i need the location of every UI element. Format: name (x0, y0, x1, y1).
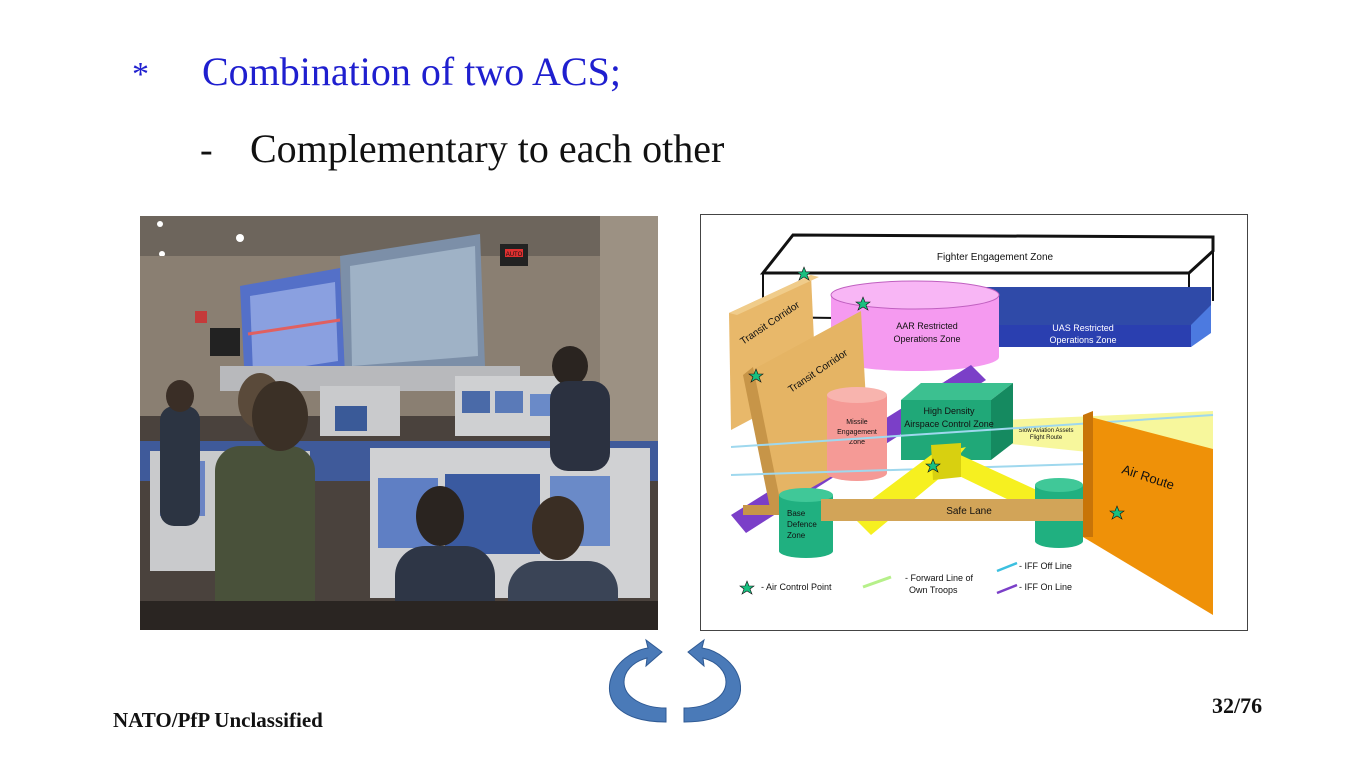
auto-sign-text: AUTO (506, 252, 523, 258)
legend-iff-off-line (996, 561, 1018, 573)
missile-label-2: Engagement (837, 429, 877, 436)
airspace-diagram: Fighter Engagement Zone UAS Restricted O… (700, 214, 1248, 631)
control-room-illustration: AUTO (140, 216, 658, 630)
aar-label-2: Operations Zone (893, 334, 960, 344)
base-defence-label-3: Zone (787, 531, 806, 540)
classification-label: NATO/PfP Unclassified (113, 708, 323, 732)
bullet-star: * (132, 56, 149, 93)
uas-zone-label-2: Operations Zone (1049, 335, 1116, 345)
sub-bullet-row: - Complementary to each other (200, 125, 724, 172)
sub-bullet-text: Complementary to each other (250, 126, 725, 171)
missile-label-1: Missile (846, 419, 867, 426)
air-control-point-3 (748, 368, 764, 383)
slow-route-label-1: Slow Aviation Assets (1019, 428, 1074, 434)
legend-acp-label: - Air Control Point (761, 582, 832, 592)
base-defence-label-1: Base (787, 509, 806, 518)
air-route (1083, 415, 1213, 615)
air-control-point-2 (855, 296, 871, 311)
uas-zone-label-1: UAS Restricted (1052, 323, 1114, 333)
slow-route-label-2: Flight Route (1030, 435, 1063, 441)
aar-label-1: AAR Restricted (896, 321, 958, 331)
legend-iff-off-label: - IFF Off Line (1019, 561, 1072, 571)
high-density-zone (901, 400, 991, 460)
airspace-diagram-svg: Fighter Engagement Zone UAS Restricted O… (729, 233, 1215, 615)
auto-sign (505, 249, 523, 257)
legend-iff-on-line (996, 583, 1018, 595)
control-room-photo: AUTO (140, 216, 658, 630)
slide-heading: Combination of two ACS; (202, 49, 621, 94)
safe-lane-label: Safe Lane (946, 506, 992, 517)
legend-acp-icon (739, 580, 755, 595)
fighter-zone-label: Fighter Engagement Zone (937, 252, 1054, 263)
high-density-label-2: Airspace Control Zone (904, 419, 994, 429)
exchange-arrows (604, 628, 746, 733)
base-defence-label-2: Defence (787, 520, 817, 529)
bullet-row: * Combination of two ACS; (132, 48, 621, 95)
legend-flot-label-2: Own Troops (909, 585, 958, 595)
air-control-point-5 (1109, 505, 1125, 520)
missile-cylinder (827, 395, 887, 473)
legend-flot-label-1: - Forward Line of (905, 573, 974, 583)
legend-iff-on-label: - IFF On Line (1019, 582, 1072, 592)
air-control-point-1 (796, 266, 812, 281)
cycle-arrows-icon (608, 638, 742, 723)
air-control-point-4 (925, 458, 941, 473)
missile-label-3: Zone (849, 439, 865, 446)
sub-bullet-dash: - (200, 129, 213, 171)
legend-flot-line (862, 575, 892, 589)
fighter-zone-box (759, 233, 1215, 275)
safe-lane (821, 499, 1119, 521)
page-number: 32/76 (1212, 693, 1263, 718)
high-density-label-1: High Density (923, 406, 975, 416)
